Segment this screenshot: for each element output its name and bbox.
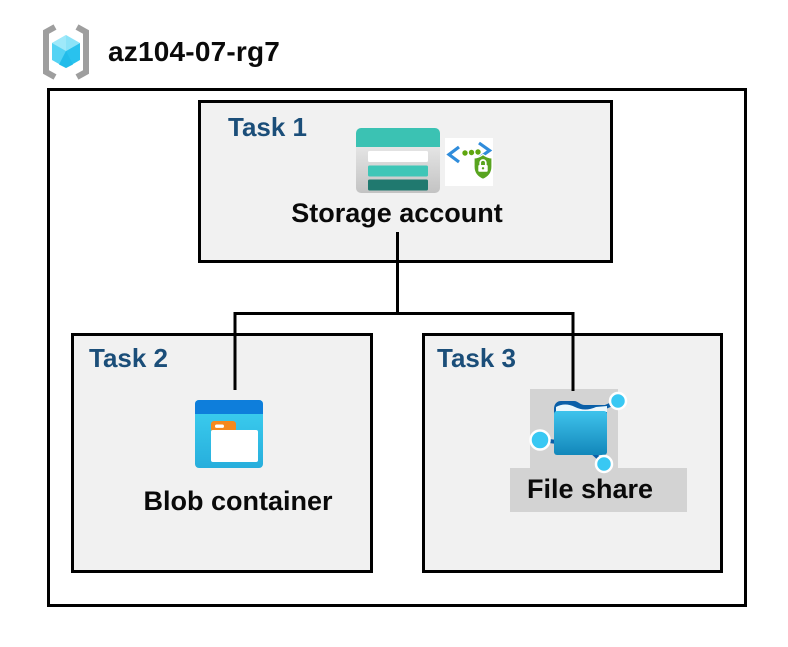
- task2-label: Task 2: [89, 343, 169, 373]
- resource-group-name: az104-07-rg7: [108, 36, 281, 67]
- storage-account-icon: [356, 128, 440, 193]
- blob-container-icon: [195, 400, 263, 468]
- resource-group-icon: [43, 24, 89, 80]
- file-share-label-highlight: [510, 468, 687, 512]
- task3-label: Task 3: [437, 343, 517, 373]
- secure-access-icon: [445, 138, 493, 186]
- file-share-label: File share: [527, 474, 654, 504]
- blob-container-label: Blob container: [143, 486, 333, 516]
- storage-account-label: Storage account: [291, 198, 503, 228]
- file-share-icon: [529, 391, 628, 474]
- task1-label: Task 1: [228, 112, 308, 142]
